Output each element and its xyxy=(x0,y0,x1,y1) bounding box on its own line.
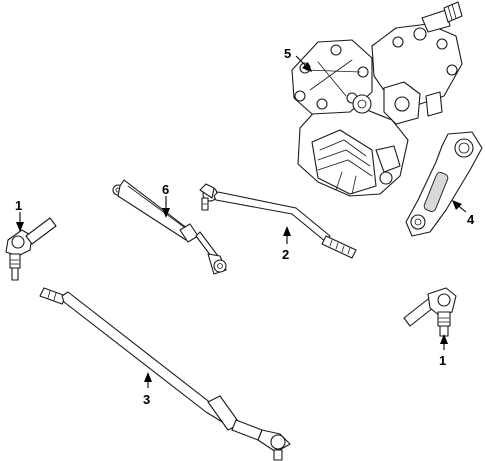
tie-rod-end-right xyxy=(403,287,457,337)
callout-5: 5 xyxy=(284,46,312,72)
pitman-arm xyxy=(405,131,483,237)
drag-link xyxy=(199,183,357,259)
callout-2: 2 xyxy=(282,226,291,262)
callout-label-3: 3 xyxy=(143,392,150,407)
callout-3: 3 xyxy=(143,372,152,407)
steering-damper xyxy=(112,179,227,275)
callout-label-4: 4 xyxy=(467,212,475,227)
callout-1-right: 1 xyxy=(439,334,448,368)
callout-label-1-left: 1 xyxy=(15,198,22,213)
callout-1-left: 1 xyxy=(15,198,24,232)
callout-label-6: 6 xyxy=(162,182,169,197)
tie-rod-end-left xyxy=(5,217,57,281)
callout-label-5: 5 xyxy=(284,46,291,61)
callout-label-1-right: 1 xyxy=(439,353,446,368)
center-link xyxy=(39,287,291,461)
callout-label-2: 2 xyxy=(282,247,289,262)
steering-gear-box xyxy=(291,1,463,197)
callout-4: 4 xyxy=(452,200,475,227)
callout-6: 6 xyxy=(162,182,170,218)
